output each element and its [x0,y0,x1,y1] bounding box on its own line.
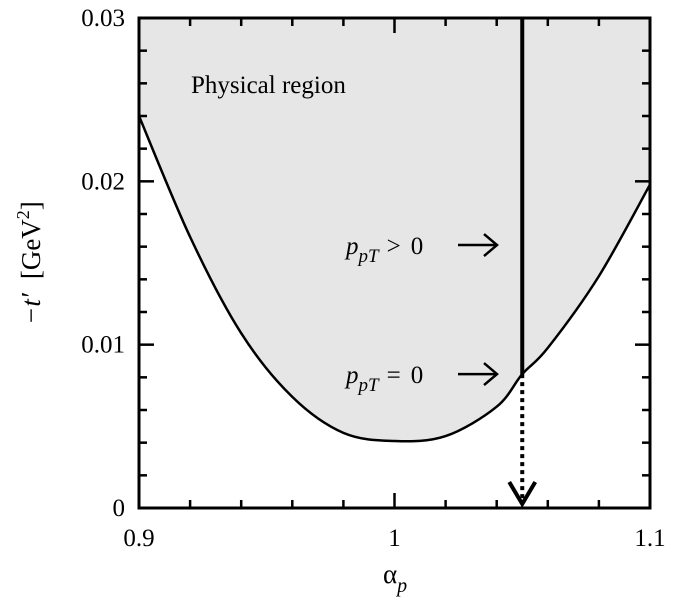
y-axis-title: −t′ [GeV2] [13,201,46,325]
region-layer [139,18,650,443]
tick-labels-layer: 0.9 1 1.1 0 0.01 0.02 0.03 [81,5,665,552]
y-tick-label: 0.01 [81,332,125,359]
y-tick-label: 0.03 [81,5,125,32]
y-axis-title-unit: [GeV [16,219,46,279]
y-tick-label: 0.02 [81,168,125,195]
y-tick-label: 0 [113,495,126,522]
x-tick-label: 1.1 [634,525,665,552]
annotation-arrow-head [483,362,499,387]
x-tick-label: 1 [388,525,401,552]
x-axis-title-main: α [383,559,397,589]
annotation-label: ppT=0 [344,362,423,396]
y-axis-title-sup: 2 [13,210,33,219]
x-axis-title-sub: p [395,575,407,597]
boundary-curve [139,115,650,443]
annot-layer: ppT>0 ppT=0 [344,233,537,508]
x-tick-label: 0.9 [123,525,154,552]
plot-frame [137,16,652,510]
annotation-label: ppT>0 [344,233,423,267]
annotation-arrow-head [483,233,499,257]
y-axis-title-close: ] [16,201,46,210]
x-axis-title: αp [383,559,407,597]
dotted-arrow-head [507,480,537,508]
region-label: Physical region [191,72,346,99]
y-axis-title-main: −t′ [16,292,46,325]
